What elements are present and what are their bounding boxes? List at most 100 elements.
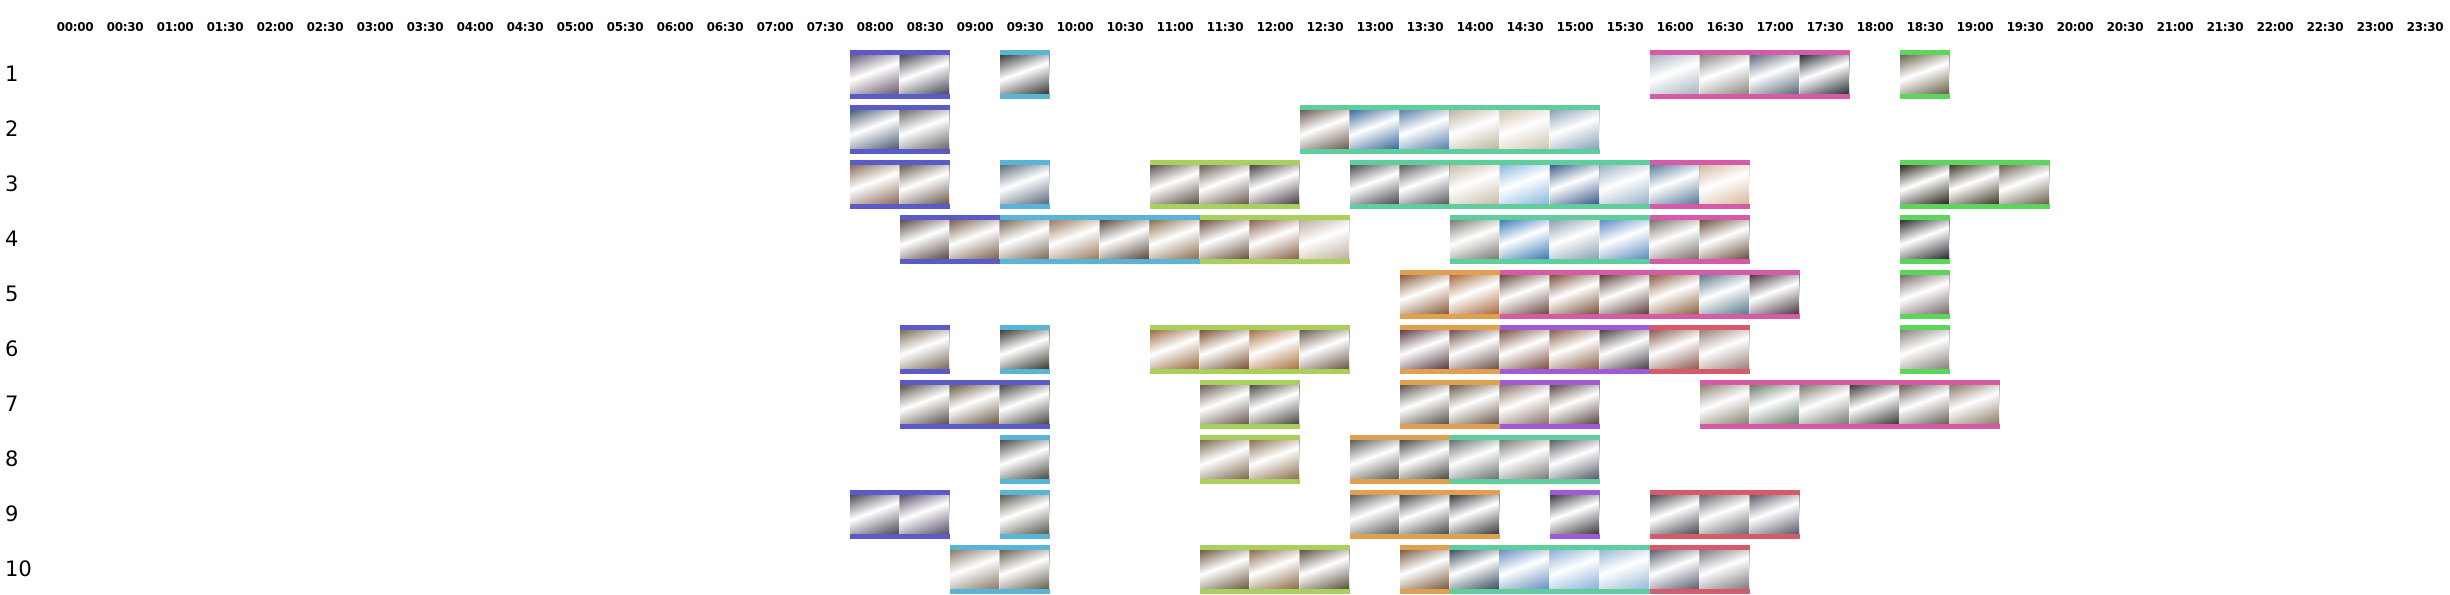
photo-thumbnail[interactable] (1300, 330, 1350, 369)
photo-thumbnail[interactable] (1950, 165, 2000, 204)
photo-thumbnail[interactable] (1250, 330, 1300, 369)
photo-thumbnail[interactable] (1300, 110, 1350, 149)
photo-thumbnail[interactable] (1650, 550, 1700, 589)
activity-segment[interactable] (1000, 215, 1200, 264)
photo-thumbnail[interactable] (1700, 55, 1750, 94)
photo-thumbnail[interactable] (1000, 495, 1050, 534)
photo-thumbnail[interactable] (1000, 440, 1050, 479)
activity-segment[interactable] (1400, 325, 1500, 374)
photo-thumbnail[interactable] (1350, 440, 1400, 479)
photo-thumbnail[interactable] (1550, 385, 1600, 424)
activity-segment[interactable] (1350, 160, 1650, 209)
activity-segment[interactable] (1900, 325, 1950, 374)
activity-segment[interactable] (950, 545, 1050, 594)
photo-thumbnail[interactable] (1000, 385, 1050, 424)
photo-thumbnail[interactable] (1150, 220, 1200, 259)
photo-thumbnail[interactable] (1800, 385, 1850, 424)
photo-thumbnail[interactable] (900, 110, 950, 149)
activity-segment[interactable] (1300, 105, 1600, 154)
photo-thumbnail[interactable] (1450, 385, 1500, 424)
activity-segment[interactable] (1450, 545, 1650, 594)
photo-thumbnail[interactable] (1950, 385, 2000, 424)
photo-thumbnail[interactable] (1450, 165, 1500, 204)
activity-segment[interactable] (900, 325, 950, 374)
photo-thumbnail[interactable] (1000, 165, 1050, 204)
photo-thumbnail[interactable] (850, 165, 900, 204)
activity-segment[interactable] (1400, 545, 1450, 594)
activity-segment[interactable] (1900, 270, 1950, 319)
photo-thumbnail[interactable] (1000, 220, 1050, 259)
photo-thumbnail[interactable] (1550, 440, 1600, 479)
activity-segment[interactable] (1500, 325, 1650, 374)
activity-segment[interactable] (850, 160, 950, 209)
photo-thumbnail[interactable] (1700, 550, 1750, 589)
activity-segment[interactable] (850, 50, 950, 99)
photo-thumbnail[interactable] (850, 55, 900, 94)
activity-segment[interactable] (1400, 270, 1500, 319)
photo-thumbnail[interactable] (1850, 385, 1900, 424)
photo-thumbnail[interactable] (1200, 440, 1250, 479)
photo-thumbnail[interactable] (1350, 165, 1400, 204)
activity-segment[interactable] (1350, 490, 1500, 539)
activity-segment[interactable] (1650, 160, 1750, 209)
photo-thumbnail[interactable] (1450, 330, 1500, 369)
photo-thumbnail[interactable] (1450, 550, 1500, 589)
photo-thumbnail[interactable] (1650, 495, 1700, 534)
photo-thumbnail[interactable] (900, 165, 950, 204)
photo-thumbnail[interactable] (1900, 165, 1950, 204)
photo-thumbnail[interactable] (1400, 275, 1450, 314)
photo-thumbnail[interactable] (1550, 550, 1600, 589)
activity-segment[interactable] (1000, 50, 1050, 99)
photo-thumbnail[interactable] (900, 385, 950, 424)
activity-segment[interactable] (1650, 325, 1750, 374)
photo-thumbnail[interactable] (1550, 330, 1600, 369)
activity-segment[interactable] (900, 215, 1000, 264)
activity-segment[interactable] (1200, 545, 1350, 594)
photo-thumbnail[interactable] (1600, 165, 1650, 204)
activity-segment[interactable] (1200, 435, 1300, 484)
photo-thumbnail[interactable] (1750, 385, 1800, 424)
activity-segment[interactable] (1200, 215, 1350, 264)
photo-thumbnail[interactable] (1650, 330, 1700, 369)
photo-thumbnail[interactable] (1600, 275, 1650, 314)
photo-thumbnail[interactable] (1250, 440, 1300, 479)
activity-segment[interactable] (850, 490, 950, 539)
photo-thumbnail[interactable] (1250, 220, 1300, 259)
photo-thumbnail[interactable] (1800, 55, 1850, 94)
photo-thumbnail[interactable] (1300, 550, 1350, 589)
photo-thumbnail[interactable] (1550, 110, 1600, 149)
activity-segment[interactable] (1000, 490, 1050, 539)
photo-thumbnail[interactable] (950, 220, 1000, 259)
photo-thumbnail[interactable] (1400, 330, 1450, 369)
photo-thumbnail[interactable] (1050, 220, 1100, 259)
photo-thumbnail[interactable] (1500, 440, 1550, 479)
photo-thumbnail[interactable] (1900, 55, 1950, 94)
activity-segment[interactable] (1500, 380, 1600, 429)
activity-segment[interactable] (850, 105, 950, 154)
photo-thumbnail[interactable] (1700, 165, 1750, 204)
photo-thumbnail[interactable] (1500, 330, 1550, 369)
activity-segment[interactable] (1550, 490, 1600, 539)
photo-thumbnail[interactable] (1450, 110, 1500, 149)
activity-segment[interactable] (1700, 380, 2000, 429)
photo-thumbnail[interactable] (1500, 110, 1550, 149)
photo-thumbnail[interactable] (1450, 220, 1500, 259)
activity-segment[interactable] (1650, 50, 1850, 99)
photo-thumbnail[interactable] (1650, 220, 1700, 259)
photo-thumbnail[interactable] (1500, 385, 1550, 424)
activity-segment[interactable] (1500, 270, 1800, 319)
photo-thumbnail[interactable] (950, 550, 1000, 589)
photo-thumbnail[interactable] (1550, 165, 1600, 204)
photo-thumbnail[interactable] (1500, 550, 1550, 589)
photo-thumbnail[interactable] (1200, 385, 1250, 424)
photo-thumbnail[interactable] (1900, 220, 1950, 259)
activity-segment[interactable] (1900, 160, 2050, 209)
activity-segment[interactable] (1350, 435, 1450, 484)
photo-thumbnail[interactable] (1550, 495, 1600, 534)
photo-thumbnail[interactable] (1300, 220, 1350, 259)
photo-thumbnail[interactable] (1650, 55, 1700, 94)
photo-thumbnail[interactable] (1400, 495, 1450, 534)
photo-thumbnail[interactable] (1000, 330, 1050, 369)
activity-segment[interactable] (1450, 435, 1600, 484)
photo-thumbnail[interactable] (950, 385, 1000, 424)
